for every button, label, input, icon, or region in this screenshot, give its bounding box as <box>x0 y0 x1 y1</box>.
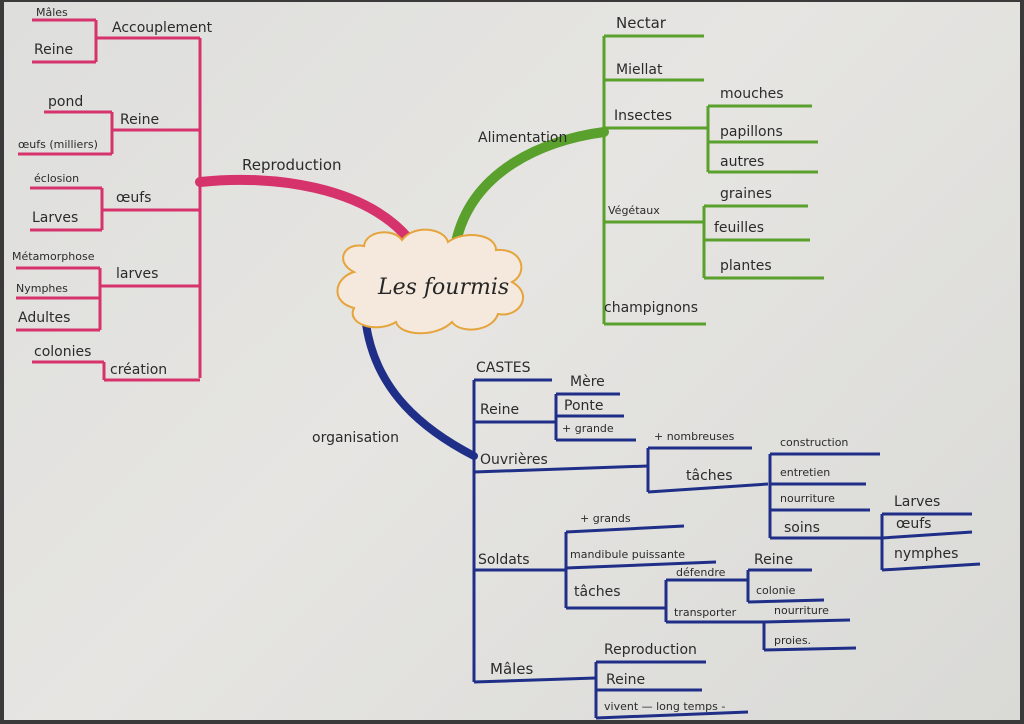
organisation-lines <box>472 378 981 720</box>
oeufs-milliers-label: œufs (milliers) <box>18 138 98 151</box>
reproduction-lines <box>16 18 202 382</box>
vegetaux-label: Végétaux <box>608 204 660 217</box>
mere-label: Mère <box>570 374 605 390</box>
proies-label: proies. <box>774 634 811 647</box>
ponte-label: Ponte <box>564 398 603 414</box>
reine-label-a: Reine <box>34 42 73 58</box>
defendre-label: défendre <box>676 566 726 579</box>
colonies-label: colonies <box>34 344 91 360</box>
males-label: Mâles <box>36 6 68 19</box>
autres-label: autres <box>720 154 764 170</box>
entretien-label: entretien <box>780 466 830 479</box>
feuilles-label: feuilles <box>714 220 764 236</box>
metamorphose-label: Métamorphose <box>12 250 95 263</box>
champignons-label: champignons <box>604 300 698 316</box>
mind-map: Les fourmis Reproduction Accouplement Mâ… <box>12 6 981 720</box>
nourriture-label-b: nourriture <box>774 604 829 617</box>
alimentation-lines <box>602 34 824 326</box>
miellat-label: Miellat <box>616 62 663 78</box>
plus-nombreuses-label: + nombreuses <box>654 430 735 443</box>
plantes-label: plantes <box>720 258 772 274</box>
taches-label-b: tâches <box>574 584 621 600</box>
eclosion-label: éclosion <box>34 172 79 185</box>
males-label-org: Mâles <box>490 660 534 678</box>
center-title: Les fourmis <box>377 275 509 300</box>
larves-label-a: Larves <box>32 210 78 226</box>
mouches-label: mouches <box>720 86 784 102</box>
accouplement-label: Accouplement <box>112 20 213 36</box>
construction-label: construction <box>780 436 848 449</box>
reproduction-label: Reproduction <box>242 156 342 174</box>
insectes-label: Insectes <box>614 108 672 124</box>
paper-sheet: Les fourmis Reproduction Accouplement Mâ… <box>4 2 1020 720</box>
larves-label: Larves <box>894 494 940 510</box>
papillons-label: papillons <box>720 124 783 140</box>
castes-label: CASTES <box>476 360 531 376</box>
oeufs-label-org: œufs <box>896 516 931 532</box>
organisation-label: organisation <box>312 430 399 446</box>
alimentation-label: Alimentation <box>478 130 567 146</box>
nymphes-label: Nymphes <box>16 282 68 295</box>
taches-label-a: tâches <box>686 468 733 484</box>
reine-males-label: Reine <box>606 672 645 688</box>
reproduction-males-label: Reproduction <box>604 642 697 658</box>
plus-grande-label: + grande <box>562 422 614 435</box>
nectar-label: Nectar <box>616 14 667 32</box>
nourriture-label-a: nourriture <box>780 492 835 505</box>
creation-label: création <box>110 362 167 378</box>
soins-label: soins <box>784 520 820 536</box>
organisation-branch <box>362 320 478 460</box>
oeufs-label: œufs <box>116 190 151 206</box>
ouvrieres-label: Ouvrières <box>480 452 548 468</box>
nymphes-label-org: nymphes <box>894 546 958 562</box>
reine-label-b: Reine <box>120 112 159 128</box>
transporter-label: transporter <box>674 606 737 619</box>
reproduction-branch <box>195 174 413 243</box>
vivent-label: vivent — long temps - <box>604 700 725 713</box>
adultes-label: Adultes <box>18 310 70 326</box>
soldats-label: Soldats <box>478 552 530 568</box>
reine-label: Reine <box>480 402 519 418</box>
colonie-label: colonie <box>756 584 796 597</box>
center-cloud <box>336 228 525 335</box>
graines-label: graines <box>720 186 772 202</box>
larves-label-b: larves <box>116 266 158 282</box>
plus-grands-label: + grands <box>580 512 631 525</box>
alimentation-branch <box>451 127 609 247</box>
pond-label: pond <box>48 94 83 110</box>
mandibule-label: mandibule puissante <box>570 548 685 561</box>
reine-soldats-label: Reine <box>754 552 793 568</box>
